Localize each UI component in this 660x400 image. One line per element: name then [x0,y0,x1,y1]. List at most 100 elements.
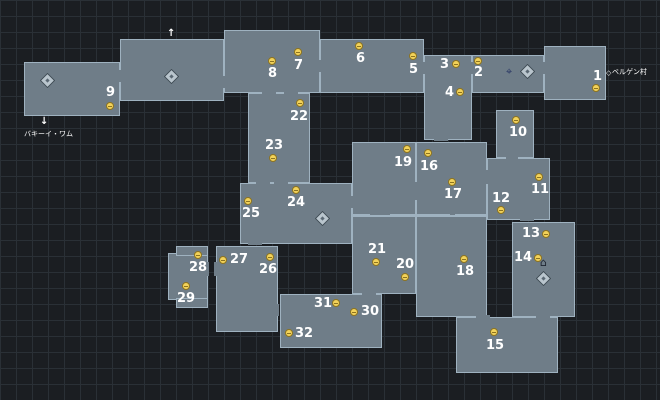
treasure-chest-icon[interactable] [456,88,464,96]
treasure-chest-icon[interactable] [106,102,114,110]
room-number: 32 [295,326,314,341]
doorway [362,292,376,295]
treasure-chest-icon[interactable] [409,52,417,60]
inner-wall [352,214,370,216]
room-number: 19 [394,155,413,170]
room [280,294,382,348]
treasure-chest-icon[interactable] [292,186,300,194]
room-number: 14 [514,250,533,265]
doorway [485,170,488,184]
room-number: 8 [268,66,278,81]
doorway [118,70,121,82]
doorway [520,218,534,221]
treasure-chest-icon[interactable] [372,258,380,266]
doorway [476,315,490,318]
doorway [506,156,518,159]
room [424,55,472,140]
doorway [206,262,209,276]
crosshair-icon: ⌖ [506,65,513,78]
treasure-chest-icon[interactable] [490,328,498,336]
room-number: 30 [361,304,380,319]
room [496,110,534,158]
doorway [470,62,473,74]
treasure-chest-icon[interactable] [332,299,340,307]
treasure-chest-icon[interactable] [497,206,505,214]
room [24,62,120,116]
room [352,142,487,216]
room-number: 11 [531,182,550,197]
door-icon: ⌂ [540,256,547,269]
treasure-chest-icon[interactable] [219,256,227,264]
doorway [262,91,276,94]
treasure-chest-icon[interactable] [448,178,456,186]
room-number: 1 [593,69,603,84]
room-number: 25 [242,206,261,221]
room-number: 29 [177,291,196,306]
exit-label-right: ベルゲン村 [612,68,647,76]
room-number: 22 [290,109,309,124]
room [176,246,208,256]
doorway [542,62,545,74]
room-number: 26 [259,262,278,277]
treasure-chest-icon[interactable] [474,57,482,65]
exit-marker-right: ◇ [606,69,612,77]
doorway [536,315,550,318]
treasure-chest-icon[interactable] [512,116,520,124]
treasure-chest-icon[interactable] [534,254,542,262]
treasure-chest-icon[interactable] [285,329,293,337]
room [248,93,310,183]
inner-wall [415,142,417,182]
up-arrow-icon[interactable]: ↑ [167,28,176,39]
treasure-chest-icon[interactable] [194,251,202,259]
exit-label-left: バキーイ・ワム [24,130,73,138]
treasure-chest-icon[interactable] [269,154,277,162]
room-number: 17 [444,187,463,202]
doorway [274,181,288,184]
room-number: 4 [445,85,455,100]
doorway [276,304,279,316]
room [512,222,575,317]
room-number: 15 [486,338,505,353]
doorway [248,242,262,245]
room-number: 23 [265,138,284,153]
room-number: 12 [492,191,511,206]
doorway [256,181,270,184]
treasure-chest-icon[interactable] [542,230,550,238]
doorway [284,91,298,94]
room-number: 28 [189,260,208,275]
treasure-chest-icon[interactable] [268,57,276,65]
treasure-chest-icon[interactable] [535,173,543,181]
inner-wall [415,258,417,294]
doorway [434,138,448,141]
room-number: 10 [509,125,528,140]
room [416,216,487,317]
treasure-chest-icon[interactable] [244,197,252,205]
room-number: 3 [440,57,450,72]
treasure-chest-icon[interactable] [403,145,411,153]
treasure-chest-icon[interactable] [355,42,363,50]
room-number: 2 [474,65,484,80]
room-number: 13 [522,226,541,241]
treasure-chest-icon[interactable] [460,255,468,263]
down-arrow-icon[interactable]: ↓ [40,116,49,127]
treasure-chest-icon[interactable] [424,149,432,157]
inner-wall [455,214,487,216]
room-number: 21 [368,242,387,257]
doorway [318,60,321,72]
room [456,317,558,373]
treasure-chest-icon[interactable] [452,60,460,68]
treasure-chest-icon[interactable] [266,253,274,261]
inner-wall [415,200,417,240]
room-number: 24 [287,195,306,210]
treasure-chest-icon[interactable] [592,84,600,92]
treasure-chest-icon[interactable] [294,48,302,56]
treasure-chest-icon[interactable] [350,308,358,316]
treasure-chest-icon[interactable] [296,99,304,107]
doorway [222,76,225,88]
treasure-chest-icon[interactable] [401,273,409,281]
room-number: 20 [396,257,415,272]
room [176,298,208,308]
treasure-chest-icon[interactable] [182,282,190,290]
doorway [422,62,425,74]
